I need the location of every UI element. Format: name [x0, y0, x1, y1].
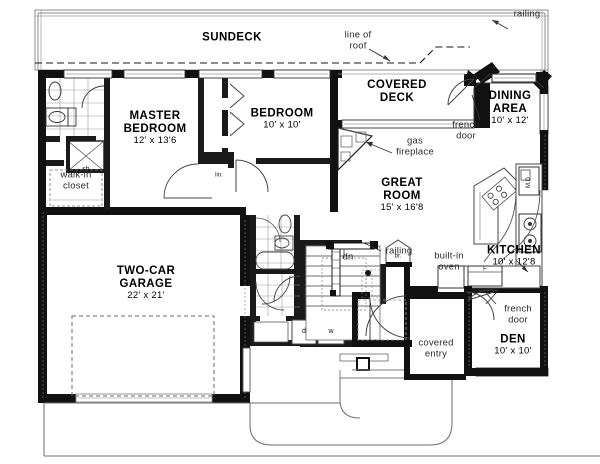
broom-closet-wall [386, 262, 412, 267]
kitchen-counter-lower [437, 265, 541, 289]
kitchen-island [473, 167, 521, 245]
stair-newel-posts [326, 241, 378, 296]
built-in-oven-arrow [522, 265, 528, 272]
bedroom-closet-doors [229, 83, 269, 193]
den-walls [464, 286, 548, 376]
kitchen-walls [404, 248, 548, 293]
exterior-walls [38, 70, 490, 403]
walk-in-closet-shelf [49, 169, 103, 207]
broom-closet [385, 239, 411, 265]
interior-walls [46, 78, 332, 210]
entry-hall-dash [305, 258, 407, 341]
kitchen-counter-curve [483, 189, 541, 265]
sundeck-outline [34, 9, 549, 71]
den-wall-hatch [468, 292, 546, 366]
french-door-dining-swing [447, 78, 475, 120]
master-bath-fixtures [45, 78, 105, 172]
master-bedroom-door [163, 163, 212, 199]
sundeck-railing-hatch [35, 10, 548, 70]
gas-fireplace-arrow [366, 142, 373, 147]
gas-fireplace [337, 127, 374, 172]
entry-hall-walls [352, 292, 466, 380]
center-bath-fixtures [255, 214, 295, 270]
entry-door-swing [365, 295, 411, 340]
stair-railing [331, 243, 341, 297]
railing-arrow-top [492, 20, 499, 25]
stair-railing-horizontal [327, 242, 375, 250]
line-of-roof-dash [35, 46, 470, 64]
stair-newel-dot [365, 270, 371, 276]
garage-wall-hatch [42, 212, 246, 400]
foundation-lines [43, 378, 453, 456]
entry-column [356, 357, 370, 371]
hall-door-swing [255, 275, 301, 311]
garage-door-opening-dashed [71, 315, 215, 397]
garage-service-door [242, 347, 251, 393]
railing-stairs-leader [363, 242, 382, 252]
french-door-den-swing [465, 289, 499, 321]
laundry-shelf [253, 321, 289, 343]
covered-entry-outline [339, 369, 404, 379]
french-door-dining-leader [471, 94, 481, 121]
master-bath-shower-walls [66, 141, 106, 173]
closet-hatch-right-of-stairs [361, 269, 381, 299]
dining-bay-walls [464, 62, 552, 190]
line-of-roof-arrow [383, 55, 390, 61]
